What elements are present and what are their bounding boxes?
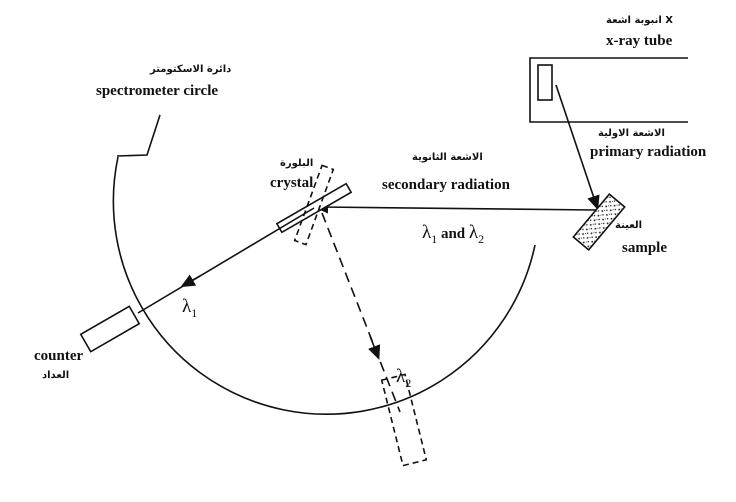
primary-radiation-beam <box>555 84 600 211</box>
counter-label-en: counter <box>34 348 83 364</box>
sample-label-ar: العينة <box>615 220 642 231</box>
secondary-radiation-label-ar: الاشعة الثانوية <box>412 152 483 163</box>
sample <box>572 192 626 252</box>
secondary-radiation-label-en: secondary radiation <box>382 177 511 193</box>
spectrometer-circle-label-en: spectrometer circle <box>96 83 218 99</box>
crystal-label-ar: البلورة <box>280 158 313 169</box>
xray-tube-label-en: x-ray tube <box>606 33 673 49</box>
primary-radiation-label-ar: الاشعة الاولية <box>598 128 665 139</box>
spectrometer-circle-label-ar: دائرة الاسكتومتر <box>149 64 231 75</box>
xray-tube-window <box>537 64 553 101</box>
xray-tube <box>529 57 688 123</box>
lambda1-label: λ1 <box>182 296 197 320</box>
lambda2-symbol: λ <box>396 366 406 387</box>
secondary-radiation-beam <box>313 200 597 214</box>
primary-radiation-label-en: primary radiation <box>590 144 707 160</box>
counter-label-ar: العداد <box>42 370 69 381</box>
lambda2-arrow <box>368 335 381 360</box>
lambda-both-label: λ1 and λ2 <box>422 222 484 246</box>
xray-tube-label-ar: انبوبة اشعة X <box>606 15 673 26</box>
lambda-both-and: and <box>437 226 469 242</box>
sample-label-en: sample <box>622 240 667 256</box>
lambda2-sub: 2 <box>405 376 411 390</box>
counter-detector <box>79 305 141 353</box>
circle-label-leader <box>116 114 161 157</box>
lambda-both-sub-1: 1 <box>431 232 437 246</box>
lambda1-sub: 1 <box>191 306 197 320</box>
lambda1-arrow <box>180 274 201 288</box>
lambda-both-symbol-1: λ <box>422 222 432 243</box>
lambda-both-symbol-2: λ <box>469 222 479 243</box>
lambda1-symbol: λ <box>182 296 192 317</box>
counter-alt-position <box>380 373 428 467</box>
crystal-label-en: crystal <box>270 175 313 191</box>
lambda2-beam <box>321 212 401 413</box>
lambda-both-sub-2: 2 <box>478 232 484 246</box>
lambda1-beam <box>137 207 315 314</box>
lambda2-label: λ2 <box>396 366 411 390</box>
spectrometer-circle <box>112 156 536 415</box>
